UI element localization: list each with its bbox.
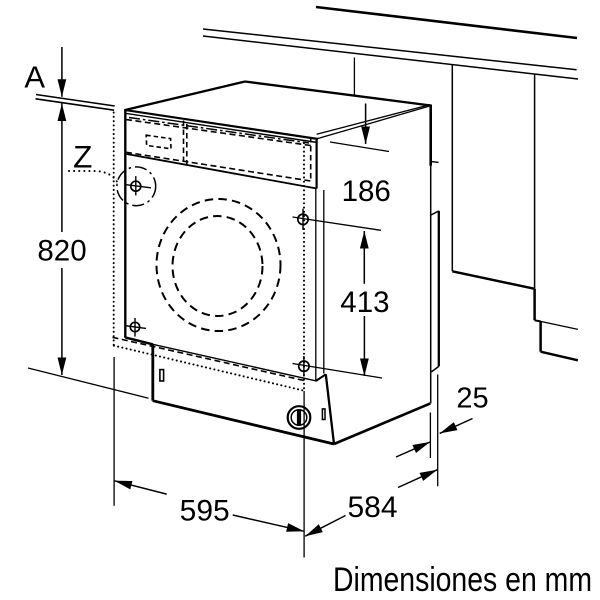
svg-text:25: 25 [456,383,488,415]
svg-text:Z: Z [73,139,92,175]
svg-text:A: A [24,59,45,94]
svg-text:595: 595 [180,494,230,527]
svg-text:413: 413 [340,286,389,319]
svg-text:820: 820 [37,235,86,268]
svg-text:Dimensiones en mm: Dimensiones en mm [333,561,592,599]
svg-text:584: 584 [347,491,397,524]
svg-text:186: 186 [342,175,391,208]
